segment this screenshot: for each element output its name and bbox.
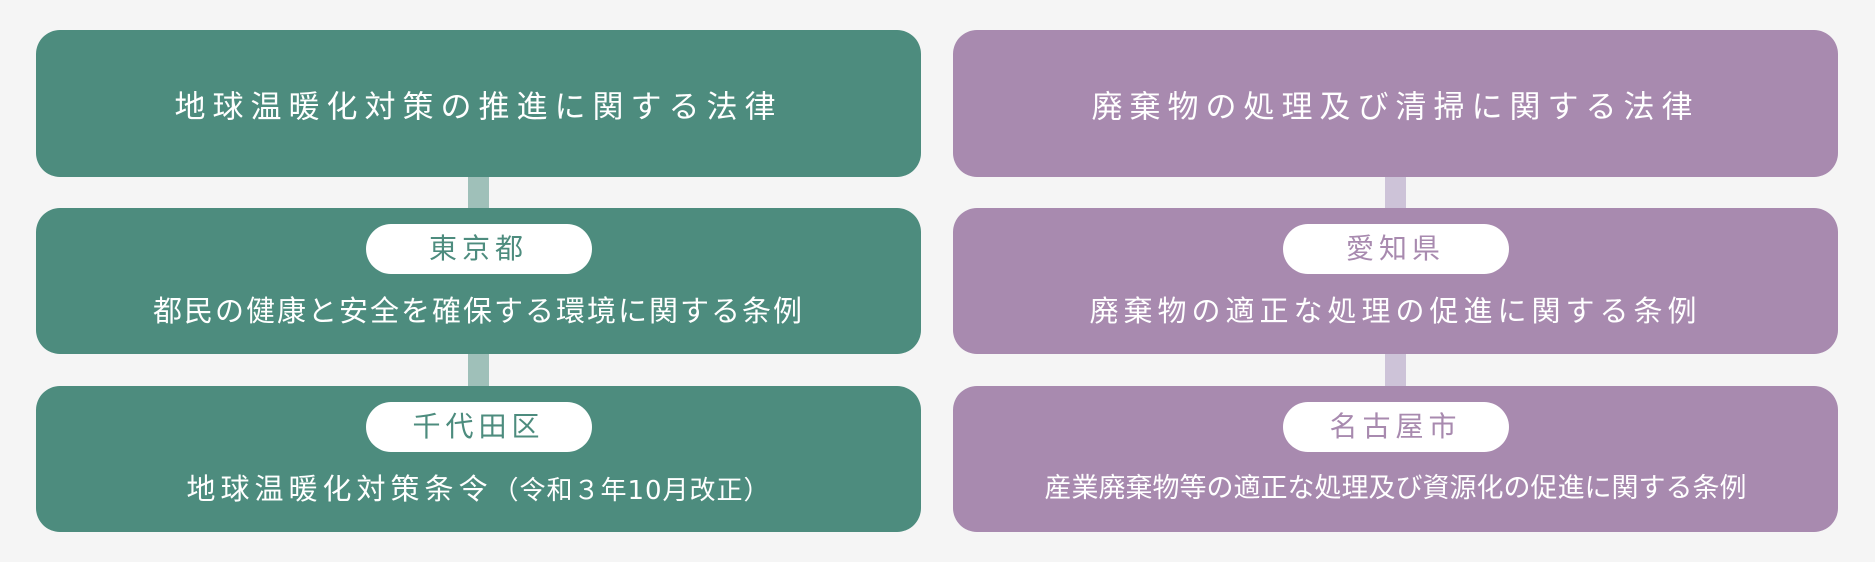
right-prefecture-ordinance: 廃棄物の適正な処理の促進に関する条例 bbox=[1089, 294, 1702, 328]
right-municipality-box: 名古屋市 産業廃棄物等の適正な処理及び資源化の促進に関する条例 bbox=[953, 386, 1838, 532]
right-municipality-badge: 名古屋市 bbox=[1282, 402, 1509, 452]
right-national-law-title: 廃棄物の処理及び清掃に関する法律 bbox=[1091, 89, 1700, 125]
left-municipality-badge: 千代田区 bbox=[365, 402, 592, 452]
left-national-law-title: 地球温暖化対策の推進に関する法律 bbox=[174, 89, 783, 125]
left-municipality-box: 千代田区 地球温暖化対策条令（令和３年10月改正） bbox=[36, 386, 921, 532]
left-prefecture-ordinance: 都民の健康と安全を確保する環境に関する条例 bbox=[152, 294, 804, 328]
right-prefecture-badge: 愛知県 bbox=[1282, 224, 1509, 274]
left-prefecture-box: 東京都 都民の健康と安全を確保する環境に関する条例 bbox=[36, 208, 921, 354]
left-hierarchy: 地球温暖化対策の推進に関する法律 東京都 都民の健康と安全を確保する環境に関する… bbox=[36, 30, 921, 532]
right-municipality-ordinance: 産業廃棄物等の適正な処理及び資源化の促進に関する条例 bbox=[1044, 473, 1747, 504]
right-hierarchy: 廃棄物の処理及び清掃に関する法律 愛知県 廃棄物の適正な処理の促進に関する条例 … bbox=[953, 30, 1838, 532]
right-connector-1 bbox=[1385, 177, 1406, 208]
left-connector-2 bbox=[468, 354, 489, 386]
left-municipality-ordinance-line: 地球温暖化対策条令（令和３年10月改正） bbox=[36, 467, 921, 513]
left-municipality-ordinance-revision: （令和３年10月改正） bbox=[492, 476, 771, 506]
left-national-law-box: 地球温暖化対策の推進に関する法律 bbox=[36, 30, 921, 177]
left-connector-1 bbox=[468, 177, 489, 208]
right-connector-2 bbox=[1385, 354, 1406, 386]
left-prefecture-badge: 東京都 bbox=[365, 224, 592, 274]
right-national-law-box: 廃棄物の処理及び清掃に関する法律 bbox=[953, 30, 1838, 177]
left-municipality-ordinance: 地球温暖化対策条令 bbox=[186, 472, 493, 506]
right-prefecture-box: 愛知県 廃棄物の適正な処理の促進に関する条例 bbox=[953, 208, 1838, 354]
